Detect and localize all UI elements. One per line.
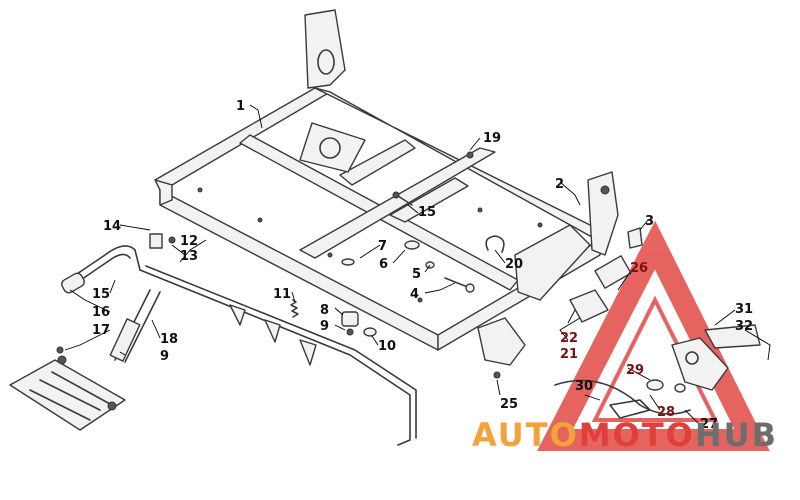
foot-plate	[9, 355, 126, 431]
shift-rod	[61, 245, 417, 446]
callout-1: 1	[236, 99, 245, 114]
callout-32: 32	[735, 319, 753, 334]
callout-20: 20	[505, 257, 523, 272]
callout-18: 18	[160, 332, 178, 347]
main-frame	[154, 9, 619, 351]
svg-text:AUTOMOTOHUB: AUTOMOTOHUB	[472, 416, 778, 454]
callout-3: 3	[645, 214, 654, 229]
callout-29: 29	[626, 363, 644, 378]
callout-16: 16	[92, 305, 110, 320]
callout-30: 30	[575, 379, 593, 394]
callout-12: 12	[180, 234, 198, 249]
callout-14: 14	[103, 219, 121, 234]
callout-labels: 1 2 3 4 5 6 7 8 9 9 10 11 12 13 14 15 15…	[92, 99, 753, 432]
callout-9b: 9	[160, 349, 169, 364]
watermark-logo: AUTOMOTOHUB	[472, 416, 778, 454]
callout-11: 11	[273, 287, 291, 302]
callout-19: 19	[483, 131, 501, 146]
leader-lines	[64, 104, 771, 426]
callout-10: 10	[378, 339, 396, 354]
gas-strut	[109, 289, 161, 363]
callout-9a: 9	[320, 319, 329, 334]
callout-21: 21	[560, 347, 578, 362]
watermark-moto: MOTO	[579, 416, 695, 454]
hardware	[56, 151, 643, 379]
callout-13: 13	[180, 249, 198, 264]
watermark-auto: AUTO	[472, 416, 579, 454]
callout-22: 22	[560, 331, 578, 346]
callout-17: 17	[92, 323, 110, 338]
callout-5: 5	[412, 267, 421, 282]
callout-28: 28	[657, 405, 675, 420]
callout-15b: 15	[418, 205, 436, 220]
callout-26: 26	[630, 261, 648, 276]
callout-2: 2	[555, 177, 564, 192]
callout-7: 7	[378, 239, 387, 254]
callout-15a: 15	[92, 287, 110, 302]
callout-31: 31	[735, 302, 753, 317]
callout-6: 6	[379, 257, 388, 272]
callout-27: 27	[700, 417, 718, 432]
watermark-hub: HUB	[695, 416, 778, 454]
callout-4: 4	[410, 287, 419, 302]
callout-8: 8	[320, 303, 329, 318]
callout-25: 25	[500, 397, 518, 412]
lever-assembly	[554, 255, 761, 419]
